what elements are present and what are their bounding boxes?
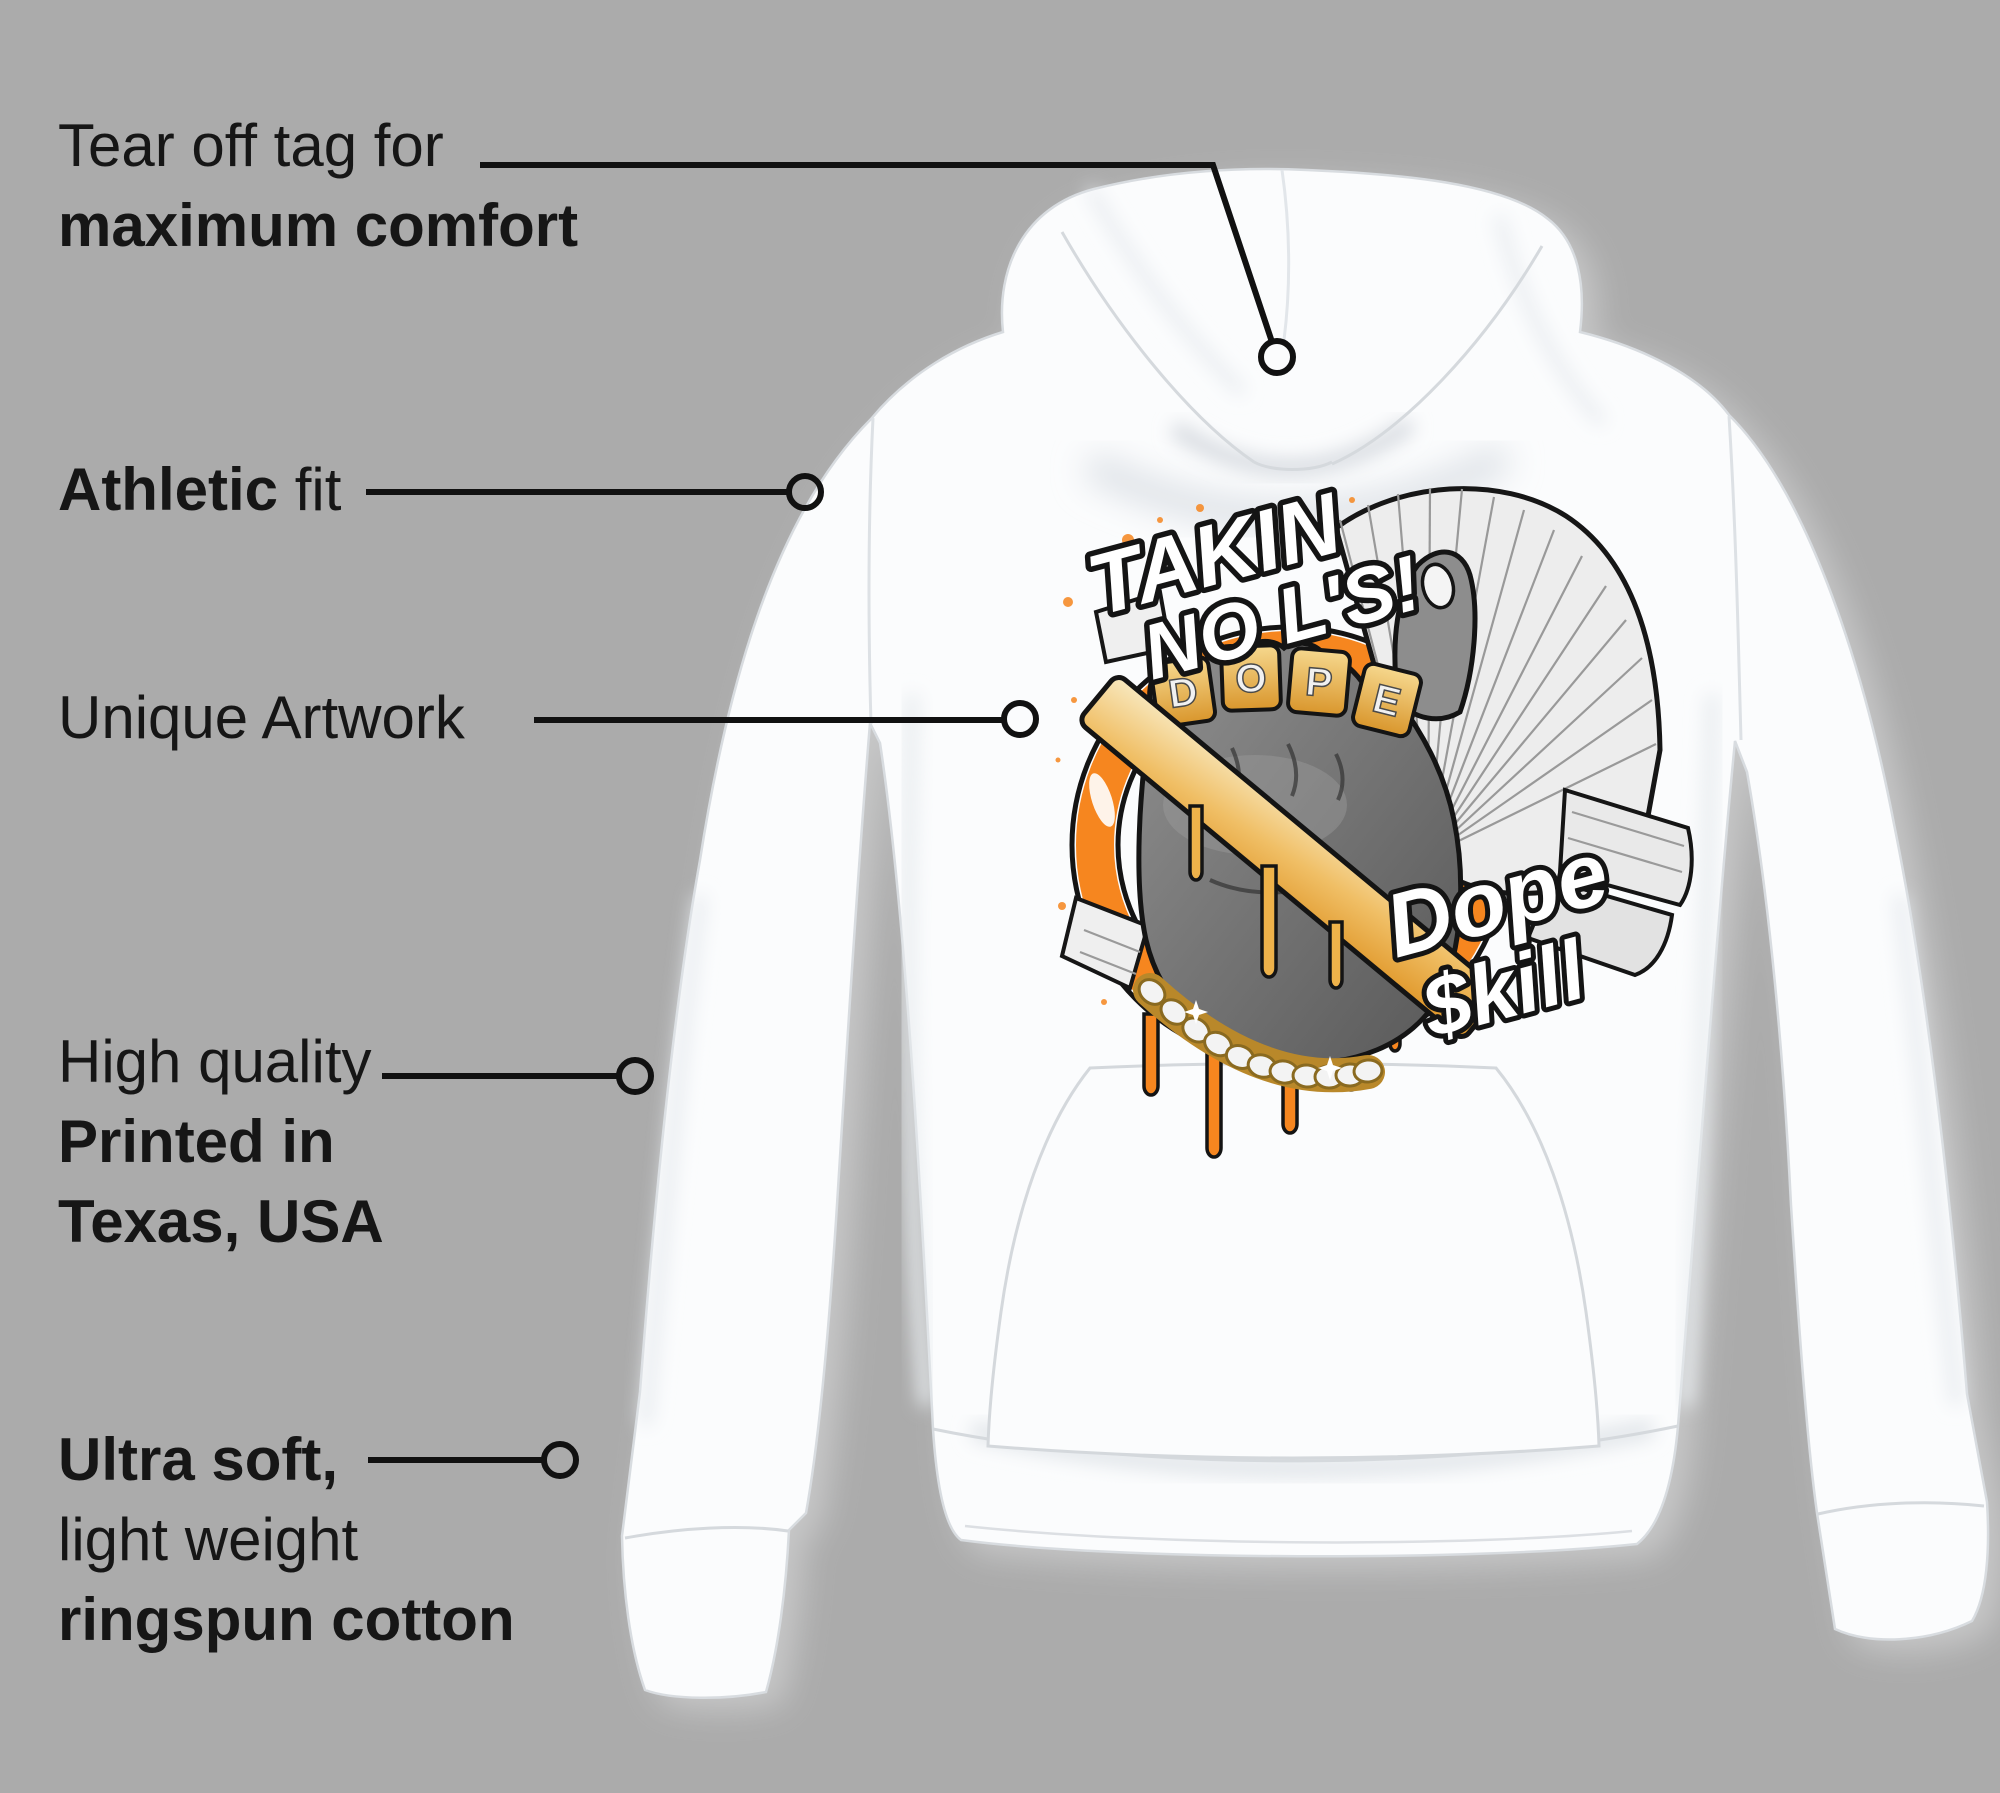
callout-tear-tag: Tear off tag for maximum comfort [58,106,578,266]
callout-text-line: light weight [58,1506,359,1573]
callout-text-line: Printed in [58,1108,335,1175]
hood-opening-right-seam [1331,245,1544,466]
ring-letter: P [1304,660,1334,706]
callout-text-line: Unique Artwork [58,684,465,751]
callout-dot-artwork [1001,700,1039,738]
callout-text-line: ringspun cotton [58,1586,515,1653]
callout-dot-soft [541,1441,579,1479]
callout-ultra-soft: Ultra soft, light weight ringspun cotton [58,1420,515,1660]
callout-text-line: Texas, USA [58,1188,384,1255]
no-sign-slash [1079,675,1501,1039]
kangaroo-pocket [986,1062,1601,1460]
bill-corner-left-top [1093,589,1173,665]
chest-artwork: D O P E [1055,469,1694,1159]
cuff-seam-left [624,1526,789,1540]
callout-text-line: Tear off tag for [58,112,444,179]
hem-stitch [964,1524,1633,1544]
ring-letter: O [1235,656,1268,701]
callout-text-segment: Athletic [58,456,279,523]
callout-text-segment: fit [278,456,342,523]
diamond-bracelet [1133,973,1385,1093]
dope-rings: D O P E [1148,643,1423,739]
callout-text-line: maximum comfort [58,192,579,259]
sparkle [1184,1000,1208,1024]
callout-unique-artwork: Unique Artwork [58,678,465,758]
shoulder-seam-left [867,417,875,725]
callout-dot-quality [616,1057,654,1095]
thumb-nail [1420,562,1456,610]
callout-high-quality: High quality Printed in Texas, USA [58,1022,384,1262]
callout-lines [366,162,1296,1479]
callout-athletic-fit: Athletic fit [58,450,341,530]
sparkle [1318,1056,1342,1080]
hood-opening-left-seam [1060,231,1255,464]
callout-dot-tear-tag [1258,338,1296,376]
callout-text-line: High quality [58,1028,372,1095]
callout-dot-athletic [786,473,824,511]
bill-corner-left-bottom [1059,895,1151,991]
hood-bottom-fold [1253,460,1333,471]
shoulder-seam-right [1727,415,1743,741]
hood-center-seam [1280,169,1291,341]
callout-line-tear-tag [480,162,1275,343]
ring-highlight [1089,773,1115,827]
ring-letter: D [1166,669,1201,717]
cuff-seam-right [1817,1501,1985,1516]
callout-text-line: Ultra soft, [58,1426,339,1493]
